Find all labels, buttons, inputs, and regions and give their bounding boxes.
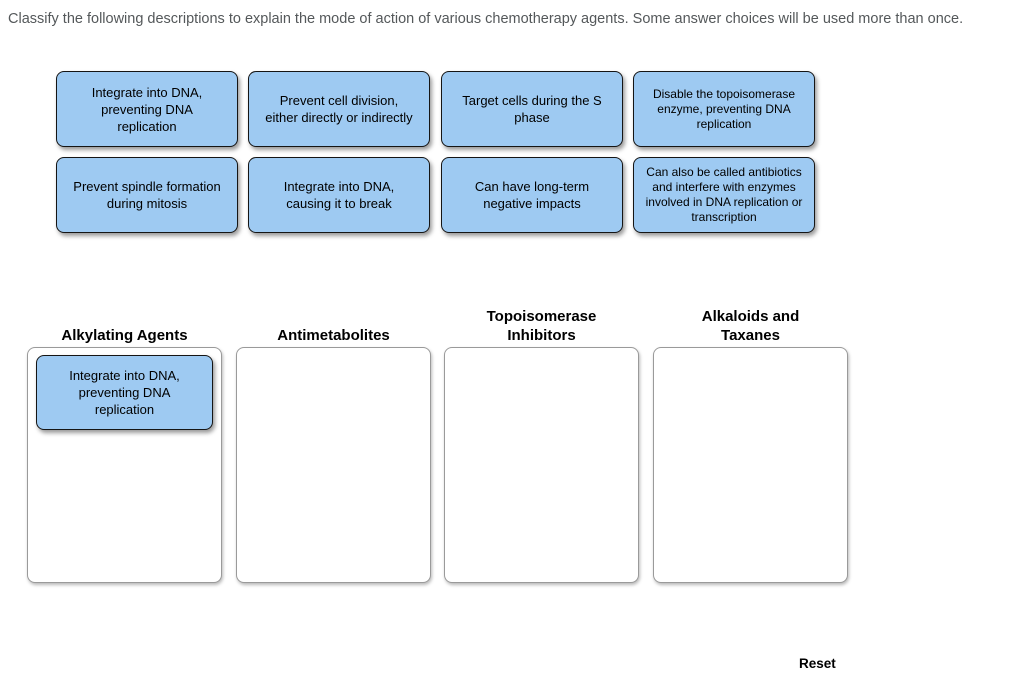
dropzone-topoisomerase-inhibitors[interactable] [444,347,639,583]
answer-chip[interactable]: Prevent cell division, either directly o… [248,71,430,147]
category-header-label: Antimetabolites [277,327,390,344]
category-header-antimetabolites: Antimetabolites [236,303,431,345]
category-header-topoisomerase-inhibitors: Topoisomerase Inhibitors [444,303,639,345]
placed-chip[interactable]: Integrate into DNA, preventing DNA repli… [36,355,213,430]
answer-chip[interactable]: Can also be called antibiotics and inter… [633,157,815,233]
instructions-text: Classify the following descriptions to e… [8,11,964,27]
reset-button[interactable]: Reset [799,656,836,671]
answer-chip[interactable]: Can have long-term negative impacts [441,157,623,233]
answer-chip[interactable]: Integrate into DNA, causing it to break [248,157,430,233]
dropzone-antimetabolites[interactable] [236,347,431,583]
answer-chip[interactable]: Disable the topoisomerase enzyme, preven… [633,71,815,147]
category-header-alkylating-agents: Alkylating Agents [27,303,222,345]
category-header-label: Topoisomerase Inhibitors [486,308,597,344]
category-header-alkaloids-and-taxanes: Alkaloids and Taxanes [653,303,848,345]
answer-chip[interactable]: Prevent spindle formation during mitosis [56,157,238,233]
dropzone-alkaloids-and-taxanes[interactable] [653,347,848,583]
category-header-label: Alkaloids and Taxanes [701,308,800,344]
answer-chip[interactable]: Target cells during the S phase [441,71,623,147]
category-header-label: Alkylating Agents [61,327,188,344]
answer-chip[interactable]: Integrate into DNA, preventing DNA repli… [56,71,238,147]
